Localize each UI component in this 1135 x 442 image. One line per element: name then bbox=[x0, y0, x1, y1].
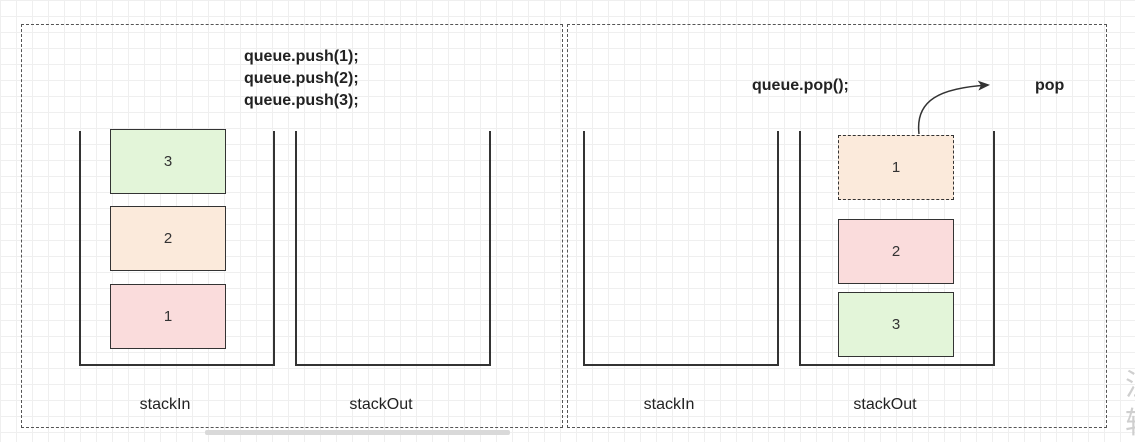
right-stack-out-item-1-popped: 1 bbox=[838, 135, 954, 200]
right-stack-in-label: stackIn bbox=[643, 396, 695, 413]
push-code-block: queue.push(1); queue.push(2); queue.push… bbox=[244, 46, 359, 112]
left-stack-in-item-3: 3 bbox=[110, 129, 226, 194]
right-stack-in bbox=[583, 131, 779, 366]
left-stack-out bbox=[295, 131, 491, 366]
pop-code-line: queue.pop(); bbox=[752, 77, 849, 94]
right-stack-out-label: stackOut bbox=[853, 396, 917, 413]
right-stack-out-item-3: 3 bbox=[838, 292, 954, 357]
left-panel bbox=[21, 24, 563, 428]
horizontal-scrollbar[interactable] bbox=[205, 430, 510, 435]
left-stack-in-item-1: 1 bbox=[110, 284, 226, 349]
push-code-line-1: queue.push(1); bbox=[244, 48, 359, 65]
left-stack-in-label: stackIn bbox=[139, 396, 191, 413]
push-code-line-2: queue.push(2); bbox=[244, 70, 359, 87]
left-stack-in-item-2: 2 bbox=[110, 206, 226, 271]
watermark-char-2: 转 bbox=[1125, 398, 1135, 442]
pop-label: pop bbox=[1035, 77, 1065, 94]
watermark-char-1: 注 bbox=[1125, 360, 1135, 404]
pop-arrow-curve bbox=[917, 80, 990, 135]
left-stack-out-label: stackOut bbox=[349, 396, 413, 413]
right-panel bbox=[567, 24, 1107, 428]
right-stack-out bbox=[799, 131, 995, 366]
left-stack-in bbox=[79, 131, 275, 366]
right-stack-out-item-2: 2 bbox=[838, 219, 954, 284]
push-code-line-3: queue.push(3); bbox=[244, 92, 359, 109]
